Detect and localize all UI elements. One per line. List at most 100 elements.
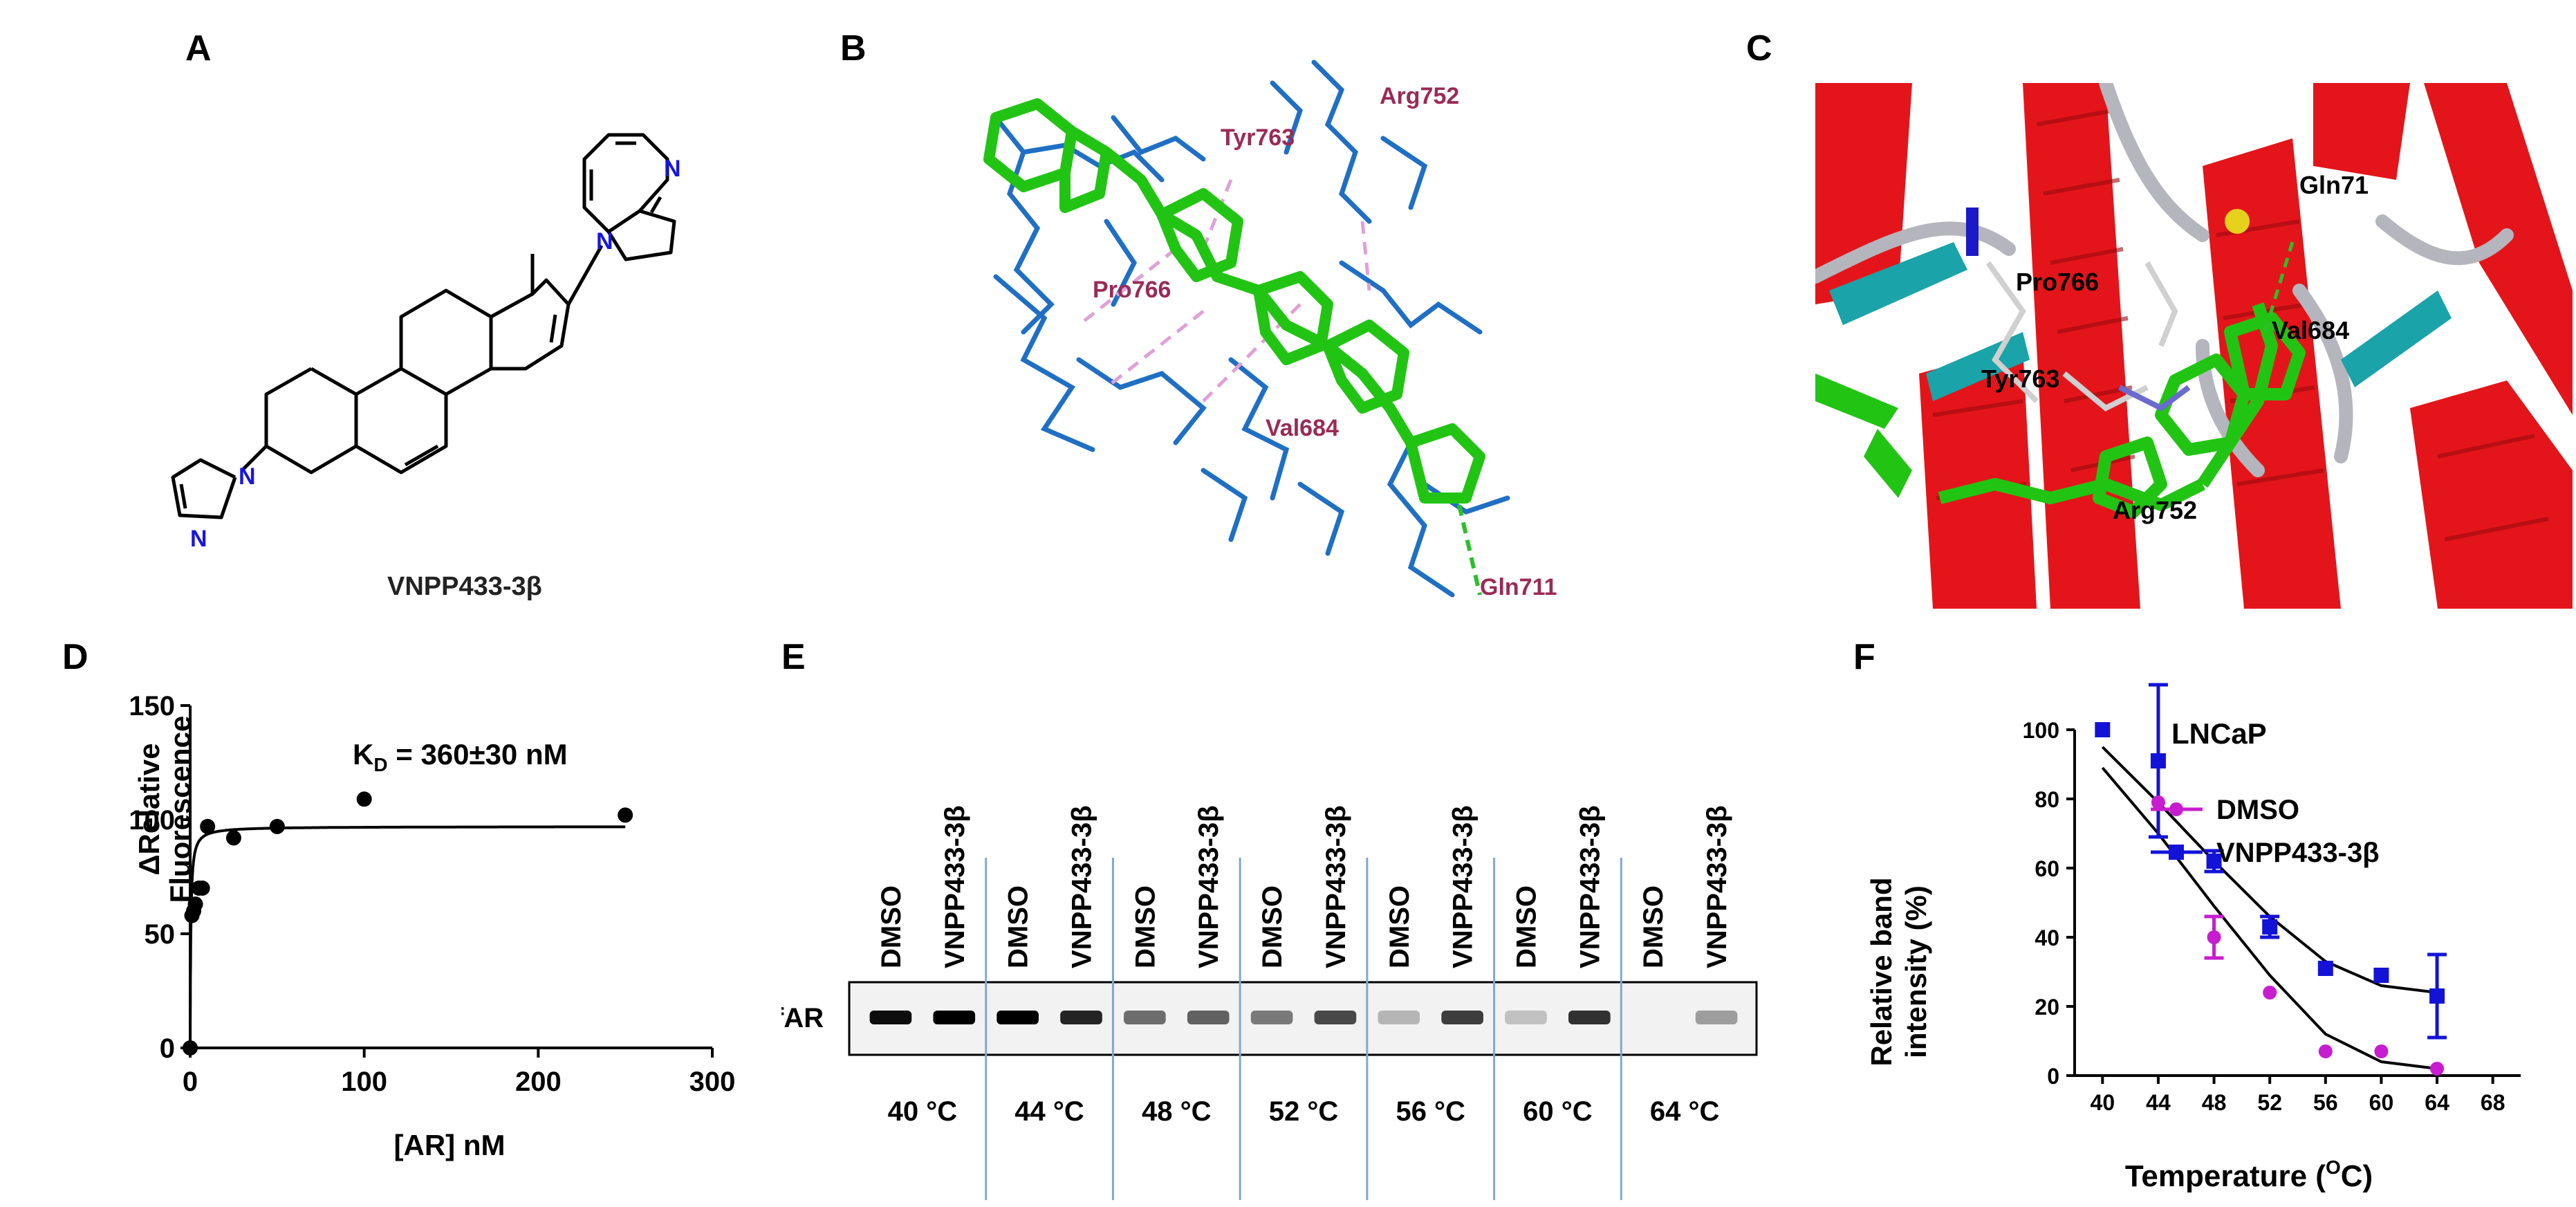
blot-band xyxy=(997,1011,1039,1024)
blot-band xyxy=(1124,1011,1166,1024)
kd-annotation: KD = 360±30 nM xyxy=(353,738,568,775)
temperature-label: 44 °C xyxy=(1014,1096,1084,1127)
blot-row-label: fAR xyxy=(781,1003,824,1033)
lane-label: DMSO xyxy=(1384,885,1415,968)
y-axis-label-line1: ΔRelative xyxy=(133,743,165,875)
data-point xyxy=(2151,795,2165,809)
data-point xyxy=(618,807,633,823)
x-tick-label: 52 xyxy=(2257,1090,2282,1115)
y-axis-label-line2: intensity (%) xyxy=(1900,885,1932,1058)
x-tick-label: 40 xyxy=(2091,1090,2115,1115)
data-point xyxy=(269,818,285,834)
panel-letter-d: D xyxy=(62,637,89,677)
x-axis-label: [AR] nM xyxy=(394,1129,506,1161)
y-tick-label: 100 xyxy=(2023,718,2059,743)
lane-label: DMSO xyxy=(876,885,907,968)
y-tick-label: 0 xyxy=(160,1033,175,1064)
panel-letter-e: E xyxy=(781,637,806,677)
blot-band xyxy=(1060,1011,1102,1024)
x-tick-label: 44 xyxy=(2146,1090,2171,1115)
data-point xyxy=(225,830,241,846)
blot-band xyxy=(1187,1011,1230,1024)
y-axis-label-line1: Relative band xyxy=(1865,877,1898,1066)
residue-label-arg752: Arg752 xyxy=(2113,496,2197,524)
lane-label: VNPP433-3β xyxy=(1067,805,1097,968)
residue-label-tyr763: Tyr763 xyxy=(1221,125,1295,151)
temperature-label: 48 °C xyxy=(1142,1096,1212,1127)
blot-band xyxy=(869,1011,912,1024)
residue-label-gln711: Gln711 xyxy=(1480,574,1557,600)
temperature-label: 56 °C xyxy=(1396,1096,1465,1127)
lane-label: DMSO xyxy=(1130,885,1160,968)
legend-marker xyxy=(2169,802,2183,816)
data-point xyxy=(187,896,203,912)
data-point xyxy=(2429,988,2445,1004)
x-tick-label: 300 xyxy=(689,1067,736,1097)
data-point xyxy=(194,881,210,896)
x-tick-label: 60 xyxy=(2369,1090,2394,1115)
western-blot: DMSO VNPP433-3β DMSO VNPP433-3β DMSO VNPP433-… xyxy=(781,805,1758,1200)
data-point xyxy=(2374,1044,2389,1058)
y-tick-label: 50 xyxy=(145,919,176,950)
lane-label: VNPP433-3β xyxy=(1321,805,1351,968)
residue-label-pro766: Pro766 xyxy=(1093,277,1171,303)
residue-label-pro766: Pro766 xyxy=(2016,268,2099,296)
lane-label: DMSO xyxy=(1638,885,1669,968)
temperature-label: 60 °C xyxy=(1523,1096,1593,1127)
x-tick-label: 0 xyxy=(183,1067,198,1097)
data-point xyxy=(356,791,372,807)
lane-label: VNPP433-3β xyxy=(1702,805,1732,968)
blot-band xyxy=(1568,1011,1611,1024)
y-tick-label: 150 xyxy=(129,691,175,721)
data-point xyxy=(2262,919,2278,934)
y-axis-label-line2: Fluorescence xyxy=(164,716,196,903)
residue-label-val684: Val684 xyxy=(1266,415,1339,441)
data-point xyxy=(200,818,216,834)
blot-band xyxy=(1505,1011,1547,1024)
data-point xyxy=(2430,1062,2445,1076)
data-point xyxy=(2206,854,2222,869)
lane-label: VNPP433-3β xyxy=(940,805,970,968)
panel-b: B xyxy=(816,0,1646,664)
x-tick-label: 56 xyxy=(2313,1090,2338,1115)
data-point xyxy=(183,1040,198,1056)
atom-label-n: N xyxy=(239,463,256,490)
chart-title: LNCaP xyxy=(2171,717,2267,750)
y-tick-label: 60 xyxy=(2035,856,2059,881)
data-point xyxy=(2095,722,2111,737)
y-tick-label: 20 xyxy=(2035,995,2059,1020)
data-point xyxy=(2318,1044,2333,1058)
panel-c: C xyxy=(1746,28,2573,609)
data-point xyxy=(2317,961,2333,976)
y-tick-label: 40 xyxy=(2035,925,2059,950)
fit-curve xyxy=(189,825,626,1048)
data-point xyxy=(2150,753,2166,768)
lane-label: VNPP433-3β xyxy=(1194,805,1224,968)
lane-label: DMSO xyxy=(1257,885,1288,968)
y-tick-label: 0 xyxy=(2047,1064,2059,1089)
y-tick-label: 80 xyxy=(2035,787,2059,812)
chemical-structure: N N N N VNPP433-3β xyxy=(171,133,681,601)
y-tick-label: 100 xyxy=(129,805,175,836)
legend-marker xyxy=(2169,845,2184,860)
lane-label: DMSO xyxy=(1512,885,1542,968)
fit-curve xyxy=(2101,746,2438,994)
panel-a: A xyxy=(0,0,781,623)
temperature-label: 52 °C xyxy=(1269,1096,1339,1127)
x-tick-label: 100 xyxy=(341,1067,387,1097)
residue-label-gln71: Gln71 xyxy=(2299,171,2369,199)
blot-band xyxy=(1441,1011,1483,1024)
data-point xyxy=(2207,930,2221,944)
panel-letter-c: C xyxy=(1746,28,1772,68)
data-point xyxy=(2373,968,2389,983)
compound-label: VNPP433-3β xyxy=(387,572,542,601)
x-axis-label: Temperature (OC) xyxy=(2125,1157,2373,1193)
docking-pose-2d: Arg752 Tyr763 Pro766 Val684 Gln711 xyxy=(983,59,1557,600)
x-tick-label: 68 xyxy=(2481,1090,2505,1115)
blot-band xyxy=(1378,1011,1420,1024)
legend-label: VNPP433-3β xyxy=(2216,838,2380,868)
residue-label-tyr763: Tyr763 xyxy=(1981,365,2059,393)
